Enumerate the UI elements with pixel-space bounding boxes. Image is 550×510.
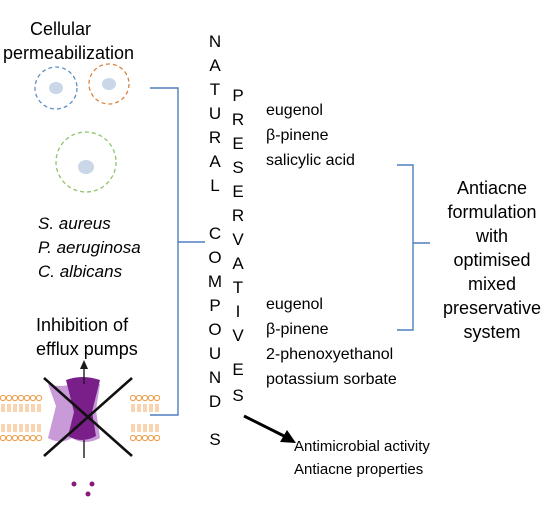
formulation-line: system [463,322,521,342]
formulation-line: optimised [453,250,531,270]
efflux-pump-icon [48,360,100,497]
arrow-icon [243,414,296,443]
vletter: R [231,206,245,225]
vletter: R [231,110,245,129]
vletter: A [232,254,244,273]
organism-s-aureus: S. aureus [38,214,111,233]
cell-orange-icon [88,63,130,105]
compound-phenoxyethanol: 2-phenoxyethanol [266,346,394,363]
inhibition-label: Inhibition of [36,315,129,335]
vletter: A [209,56,221,75]
formulation-block: Antiacne formulation with optimised mixe… [432,176,550,344]
vletter: T [209,80,221,99]
compound-eugenol-2: eugenol [266,296,323,313]
activity-antimicrobial: Antimicrobial activity [294,438,430,455]
formulation-line: Antiacne [456,178,528,198]
vletter: A [209,152,221,171]
vletter: T [232,278,244,297]
compound-b-pinene-1: β-pinene [266,127,329,144]
vletter: R [208,128,222,147]
cross-icon [43,377,133,457]
vletter: S [232,158,244,177]
cellular-label: Cellular [30,19,92,39]
compound-b-pinene-2: β-pinene [266,321,329,338]
vletter: E [232,360,244,379]
vletter: U [208,104,222,123]
right-bracket [397,164,430,331]
vletter: N [208,368,222,387]
formulation-line: preservative [442,298,542,318]
vletter: O [208,248,222,267]
compound-eugenol-1: eugenol [266,102,323,119]
vletter: I [235,302,241,321]
membrane-icon [0,394,161,442]
cell-green-icon [55,131,117,193]
vletter: P [209,296,221,315]
vletter: D [208,392,222,411]
activity-antiacne: Antiacne properties [294,461,424,478]
vletter: N [208,32,222,51]
vletter: S [232,386,244,405]
compound-potassium-sorbate: potassium sorbate [266,371,397,388]
organism-p-aeruginosa: P. aeruginosa [38,238,141,257]
vletter: V [232,230,244,249]
vletter: M [207,272,223,291]
formulation-line: formulation [447,202,537,222]
formulation-line: with [475,226,508,246]
cell-blue-icon [34,66,78,110]
formulation-line: mixed [467,274,516,294]
vletter: P [232,86,244,105]
vletter: E [232,182,244,201]
vletter: E [232,134,244,153]
vletter: S [209,430,221,449]
efflux-pumps-label: efflux pumps [36,339,138,359]
left-bracket [150,87,205,416]
vletter: O [208,320,222,339]
permeabilization-label: permeabilization [3,43,135,63]
vletter: L [210,176,220,195]
compound-salicylic-acid: salicylic acid [266,152,355,169]
vletter: U [208,344,222,363]
vletter: C [208,224,222,243]
organism-c-albicans: C. albicans [38,262,123,281]
vletter: V [232,326,244,345]
